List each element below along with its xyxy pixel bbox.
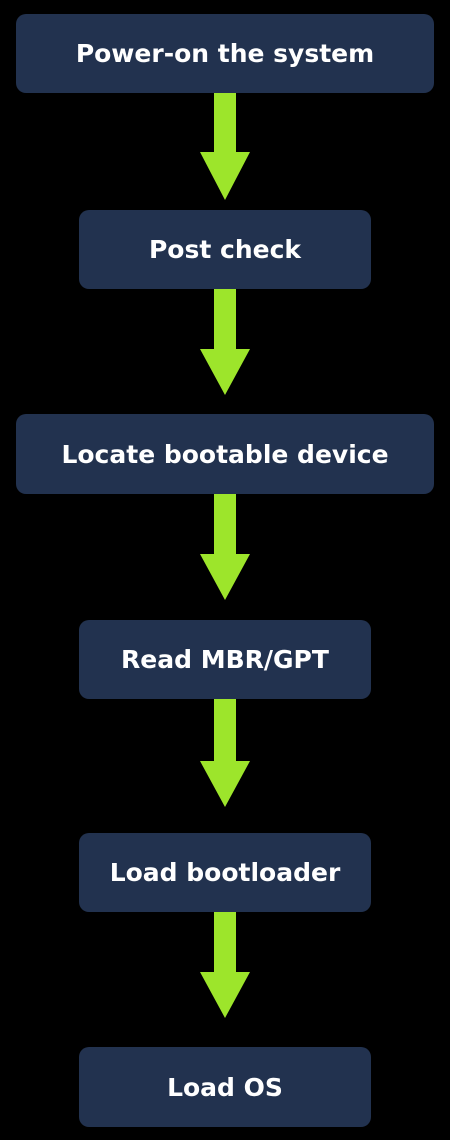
arrow-shape xyxy=(200,494,250,600)
step-label: Load OS xyxy=(167,1072,283,1102)
arrow-down-4 xyxy=(200,699,250,807)
step-post-check: Post check xyxy=(79,210,371,289)
step-label: Power-on the system xyxy=(75,39,375,68)
step-read-mbr-gpt: Read MBR/GPT xyxy=(79,620,371,699)
step-locate-bootable-device: Locate bootable device xyxy=(16,414,434,494)
step-load-bootloader: Load bootloader xyxy=(79,833,371,912)
arrow-down-2 xyxy=(200,289,250,395)
step-power-on: Power-on the system xyxy=(16,14,434,93)
arrow-down-3 xyxy=(200,494,250,600)
arrow-down-5 xyxy=(200,912,250,1018)
step-load-os: Load OS xyxy=(79,1047,371,1127)
arrow-shape xyxy=(200,93,250,200)
step-label: Locate bootable device xyxy=(61,439,389,469)
arrow-down-1 xyxy=(200,93,250,200)
step-label: Read MBR/GPT xyxy=(121,645,329,674)
arrow-shape xyxy=(200,289,250,395)
arrow-shape xyxy=(200,699,250,807)
step-label: Load bootloader xyxy=(109,858,341,887)
step-label: Post check xyxy=(148,235,302,264)
arrow-shape xyxy=(200,912,250,1018)
